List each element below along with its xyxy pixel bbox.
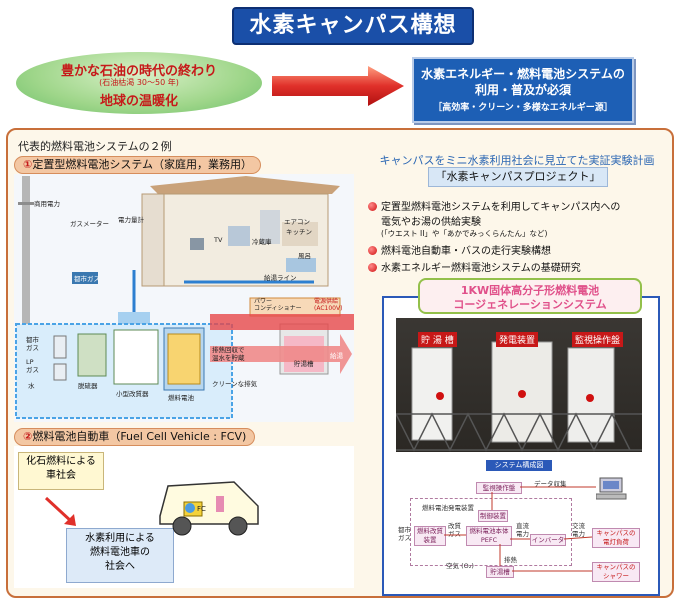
section1-number: ① [23,158,33,171]
panel-heading: 代表的燃料電池システムの２例 [18,140,172,153]
page-title: 水素キャンパス構想 [232,7,474,45]
reformer-label: 小型改質器 [116,390,149,398]
bullet-3: 水素エネルギー燃料電池システムの基礎研究 [368,259,581,274]
computer-icon [596,477,627,500]
fridge-label: 冷蔵庫 [252,238,272,246]
bullet-1-text: 定置型燃料電池システムを利用してキャンパス内への [381,202,621,213]
city-gas-input-label: 都市 ガス [26,336,39,352]
hot-water-tank-label: 貯湯槽 [294,360,314,368]
target-box: 水素エネルギー・燃料電池システムの 利用・普及が必須 ［高効率・クリーン・多様な… [412,57,634,123]
generator-photo-label: 発電装置 [496,332,539,347]
power-meter-label: 電力量計 [118,216,144,224]
bullet-1-sub: (「ウエスト II」や「あかでみっくらんたん」など) [381,229,548,238]
aircon-label: エアコン [284,218,310,226]
reformed-gas-label: 改質 ガス [448,522,461,538]
problem-oval: 豊かな石油の時代の終わり (石油枯渇 30～50 年) 地球の温暖化 [16,52,262,114]
section1-label: 定置型燃料電池システム（家庭用，業務用） [32,158,252,171]
monitor-box: 監視操作盤 [476,482,522,494]
campus-power-box: キャンパスの 電灯負荷 [592,528,640,548]
stationary-fc-diagram: 商用電力 ガスメーター 電力量計 エアコン キッチン TV 冷蔵庫 風呂 給湯ラ… [14,174,354,422]
hot-water-line-label: 給湯ライン [264,274,297,282]
bullet-2-text: 燃料電池自動車・バスの走行実験構想 [381,246,551,257]
bullet-3-text: 水素エネルギー燃料電池システムの基礎研究 [381,263,581,274]
city-gas-label: 都市ガス [74,275,100,283]
project-name-box: 「水素キャンパスプロジェクト」 [428,167,608,187]
fc-unit-label: 燃料電池発電装置 [422,504,474,512]
big-arrow [272,66,404,106]
section2-label: 燃料電池自動車（Fuel Cell Vehicle : FCV) [32,430,247,443]
hydrogen-society-box: 水素利用による 燃料電池車の 社会へ [66,528,174,583]
heat-label: 排熱 [504,556,517,564]
tv-label: TV [214,236,223,244]
kw-title-box: 1KW固体高分子形燃料電池 コージェネレーションシステム [418,278,642,314]
system-diagram: システム構成図 監視操作盤 データ収集 燃料電池発電装置 制御装置 燃料改質装置… [398,458,646,588]
equipment-illustration [395,341,642,452]
oil-end-text: 豊かな石油の時代の終わり [60,64,217,79]
fcv-car-illustration [159,481,259,536]
inverter-box: インバータ [530,534,566,546]
dc-power-label: 直流 電力 [516,522,529,538]
control-box: 制御装置 [478,510,508,522]
bullet-dot-icon [368,202,377,211]
ac-output-label: 電源供給 (AC100V) [314,298,343,312]
section1-pill: ①定置型燃料電池システム（家庭用，業務用） [14,156,261,174]
fuel-cell-stack-label: 燃料電池 [168,394,194,402]
transition-arrow [44,496,76,526]
gas-meter-label: ガスメーター [70,220,109,228]
target-line2: 利用・普及が必須 [474,83,571,97]
water-input-label: 水 [28,382,35,390]
fossil-fuel-box: 化石燃料による 車社会 [18,452,104,490]
bath-label: 風呂 [298,252,311,260]
system-title: システム構成図 [486,460,552,471]
equipment-photo: 貯 湯 槽 発電装置 監視操作盤 [395,318,642,452]
air-label: 空気 (O₂) [446,562,474,570]
lp-gas-input-label: LP ガス [26,358,39,374]
desulfurizer-label: 脱硫器 [78,382,98,390]
kw-title-line2: コージェネレーションシステム [453,298,607,311]
global-warming-text: 地球の温暖化 [99,94,178,109]
kw-title-line1: 1KW固体高分子形燃料電池 [460,284,600,297]
house-illustration [14,174,354,422]
fc-label: FC [197,505,206,513]
reformer-box: 燃料改質装置 [414,526,446,546]
fcv-diagram: 化石燃料による 車社会 水素利用による 燃料電池車の 社会へ FC [14,446,354,588]
fc-body-box: 燃料電池本体 PEFC [466,526,512,546]
bullet-dot-icon [368,263,377,272]
clean-exhaust-label: クリーンな排気 [212,380,258,388]
supply-label: 給湯 [330,352,343,360]
bullet-1-text2: 電気やお湯の供給実験 [381,217,481,228]
power-conditioner-label: パワー コンディショナー [254,298,302,312]
commercial-power-label: 商用電力 [34,200,60,208]
target-line3: ［高効率・クリーン・多様なエネルギー源］ [433,103,613,113]
tank-photo-label: 貯 湯 槽 [418,332,457,347]
oil-depletion-note: (石油枯渇 30～50 年) [99,78,179,87]
bullet-1: 定置型燃料電池システムを利用してキャンパス内への 電気やお湯の供給実験 (「ウエ… [368,198,668,239]
ac-power-label: 交流 電力 [572,522,585,538]
city-gas-sys-label: 都市 ガス [398,526,411,542]
storage-box: 貯湯槽 [486,566,514,578]
kitchen-label: キッチン [286,228,312,236]
heat-recovery-label: 排熱回収で 温水を貯蔵 [212,346,245,362]
monitor-photo-label: 監視操作盤 [572,332,624,347]
section2-pill: ②燃料電池自動車（Fuel Cell Vehicle : FCV) [14,428,256,446]
data-collection-label: データ収集 [534,480,567,488]
bullet-2: 燃料電池自動車・バスの走行実験構想 [368,242,551,257]
bullet-dot-icon [368,246,377,255]
fc-unit-frame [410,498,572,566]
campus-shower-box: キャンパスの シャワー [592,562,640,582]
project-heading: キャンパスをミニ水素利用社会に見立てた実証実験計画 [379,154,655,167]
section2-number: ② [23,430,33,443]
target-line1: 水素エネルギー・燃料電池システムの [421,67,625,81]
